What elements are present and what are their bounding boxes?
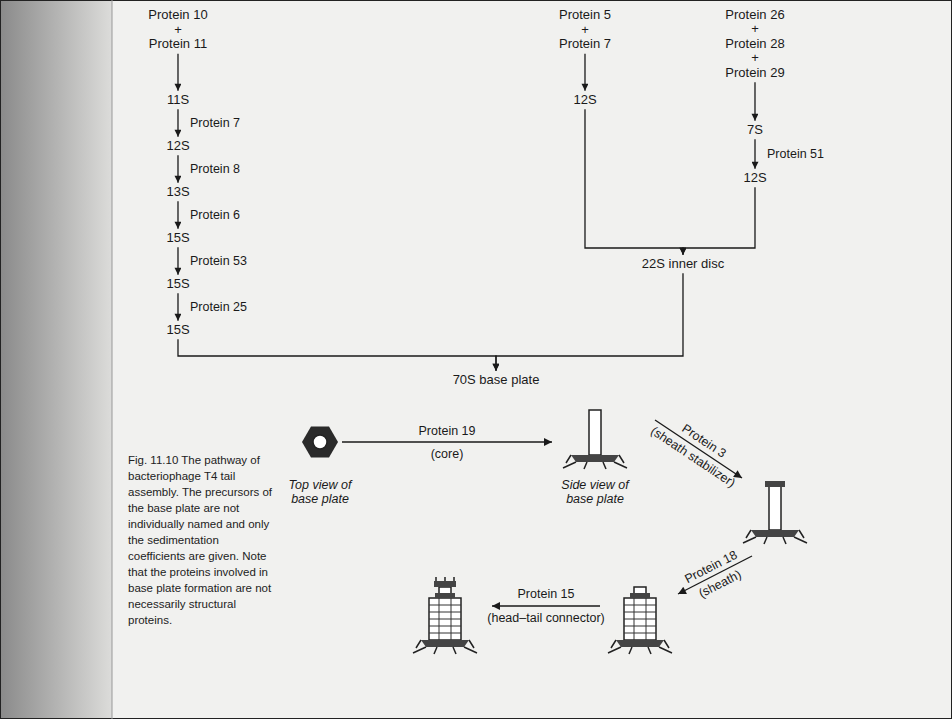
protein-label: Protein 8	[190, 162, 240, 176]
node-text: Protein 29	[725, 66, 784, 81]
node-text: +	[148, 23, 207, 38]
node-text: 70S base plate	[453, 373, 540, 388]
protein-label: Protein 25	[190, 300, 247, 314]
node-text: 15S	[166, 277, 189, 292]
node-text: Protein 11	[148, 37, 207, 52]
assembly-stage: 12S	[739, 169, 770, 188]
assembly-stage: 70S base plate	[449, 371, 544, 390]
assembly-stage: 7S	[743, 121, 767, 140]
protein-label: Protein 7	[190, 116, 240, 130]
pathway-arrow	[177, 155, 178, 183]
complete-tail	[413, 577, 477, 654]
node-text: Protein 28	[725, 37, 784, 52]
assembly-arrow	[342, 441, 552, 442]
pathway-arrow	[754, 82, 755, 121]
node-text: Protein 10	[148, 8, 207, 23]
node-text: 12S	[743, 171, 766, 186]
pathway-arrow	[585, 109, 683, 255]
node-text: +	[725, 22, 784, 37]
node-text: 12S	[166, 139, 189, 154]
node-text: 11S	[167, 93, 189, 108]
pathway-arrow	[177, 293, 178, 321]
tail-with-sheath	[608, 587, 672, 654]
page-fold	[112, 0, 113, 719]
assembly-stage: 12S	[162, 137, 193, 156]
illustration-label: (core)	[431, 447, 464, 461]
pathway-arrow	[584, 54, 585, 91]
node-text: 13S	[166, 185, 189, 200]
node-text: 7S	[747, 123, 763, 138]
baseplate-core	[563, 410, 627, 469]
protein-group: Protein 26+Protein 28+Protein 29	[721, 6, 788, 83]
node-text: Protein 7	[559, 37, 611, 52]
node-text: Protein 26	[725, 8, 784, 23]
assembly-stage: 22S inner disc	[638, 255, 728, 274]
node-text: 12S	[573, 93, 596, 108]
assembly-stage: 15S	[162, 321, 193, 340]
pathway-arrow	[683, 187, 755, 255]
illustration-label: Protein 15	[518, 587, 575, 601]
node-text: 15S	[166, 231, 189, 246]
pathway-arrow	[177, 201, 178, 229]
illustration-label: (head–tail connector)	[487, 611, 604, 625]
illustration-label: Top view of base plate	[281, 478, 359, 506]
pathway-arrow	[178, 339, 496, 371]
assembly-stage: 11S	[163, 91, 193, 110]
assembly-stage: 13S	[162, 183, 193, 202]
assembly-arrow	[492, 605, 600, 606]
protein-label: Protein 53	[190, 254, 247, 268]
node-text: +	[725, 51, 784, 66]
baseplate-top-view	[302, 426, 338, 457]
assembly-stage: 15S	[162, 229, 193, 248]
protein-label: Protein 6	[190, 208, 240, 222]
node-text: 15S	[166, 323, 189, 338]
node-text: +	[559, 23, 611, 38]
pathway-arrow	[177, 247, 178, 275]
baseplate-stabilizer	[743, 481, 807, 544]
figure-caption: Fig. 11.10 The pathway of bacteriophage …	[128, 452, 273, 628]
assembly-stage: 15S	[162, 275, 193, 294]
illustration-label: Side view of base plate	[556, 478, 634, 506]
pathway-arrow	[177, 109, 178, 137]
protein-label: Protein 51	[767, 147, 824, 161]
pathway-arrow	[496, 273, 683, 371]
protein-group: Protein 10+Protein 11	[144, 6, 211, 54]
pathway-arrow	[754, 139, 755, 169]
page-shadow	[0, 0, 112, 719]
illustration-label: Protein 19	[419, 424, 476, 438]
pathway-arrow	[177, 54, 178, 91]
assembly-stage: 12S	[569, 91, 600, 110]
node-text: 22S inner disc	[642, 257, 724, 272]
node-text: Protein 5	[559, 8, 611, 23]
protein-group: Protein 5+Protein 7	[555, 6, 615, 54]
